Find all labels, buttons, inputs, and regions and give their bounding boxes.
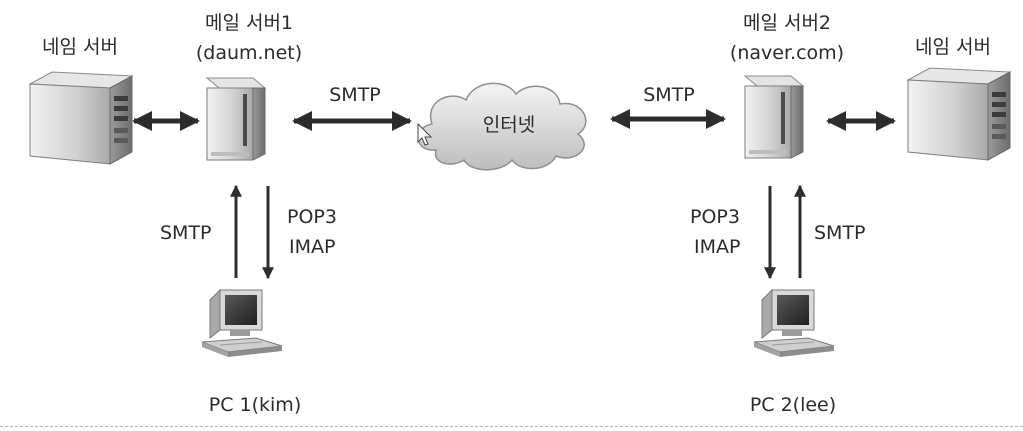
name-server-right-label: 네임 서버: [915, 36, 991, 58]
imap-label-pc2: IMAP: [694, 236, 741, 258]
name-server-right-icon: [907, 67, 1011, 161]
mail-server-1-label: 메일 서버1: [204, 12, 294, 34]
pc-1-label: PC 1(kim): [208, 394, 302, 416]
mail-server-1-domain: (daum.net): [195, 42, 303, 64]
mail-server-2-label: 메일 서버2: [742, 12, 832, 34]
mail-server-2-icon: [744, 75, 804, 159]
smtp-label-server1-internet: SMTP: [329, 84, 381, 106]
pc-2-icon: [753, 289, 835, 358]
name-server-left-label: 네임 서버: [42, 36, 118, 58]
pop3-label-pc1: POP3: [287, 206, 337, 228]
mail-server-2-domain: (naver.com): [729, 42, 845, 64]
pc-2-label: PC 2(lee): [749, 394, 837, 416]
internet-cloud-icon: [417, 82, 587, 171]
smtp-label-internet-server2: SMTP: [643, 84, 695, 106]
mail-server-1-icon: [206, 77, 266, 161]
smtp-label-pc2: SMTP: [814, 222, 866, 244]
bottom-divider: [0, 426, 1023, 427]
imap-label-pc1: IMAP: [289, 236, 336, 258]
pop3-label-pc2: POP3: [690, 206, 740, 228]
smtp-label-pc1: SMTP: [160, 222, 212, 244]
name-server-left-icon: [29, 71, 133, 165]
internet-label: 인터넷: [482, 114, 536, 136]
pc-1-icon: [201, 289, 283, 358]
mouse-cursor-icon: [417, 122, 433, 146]
